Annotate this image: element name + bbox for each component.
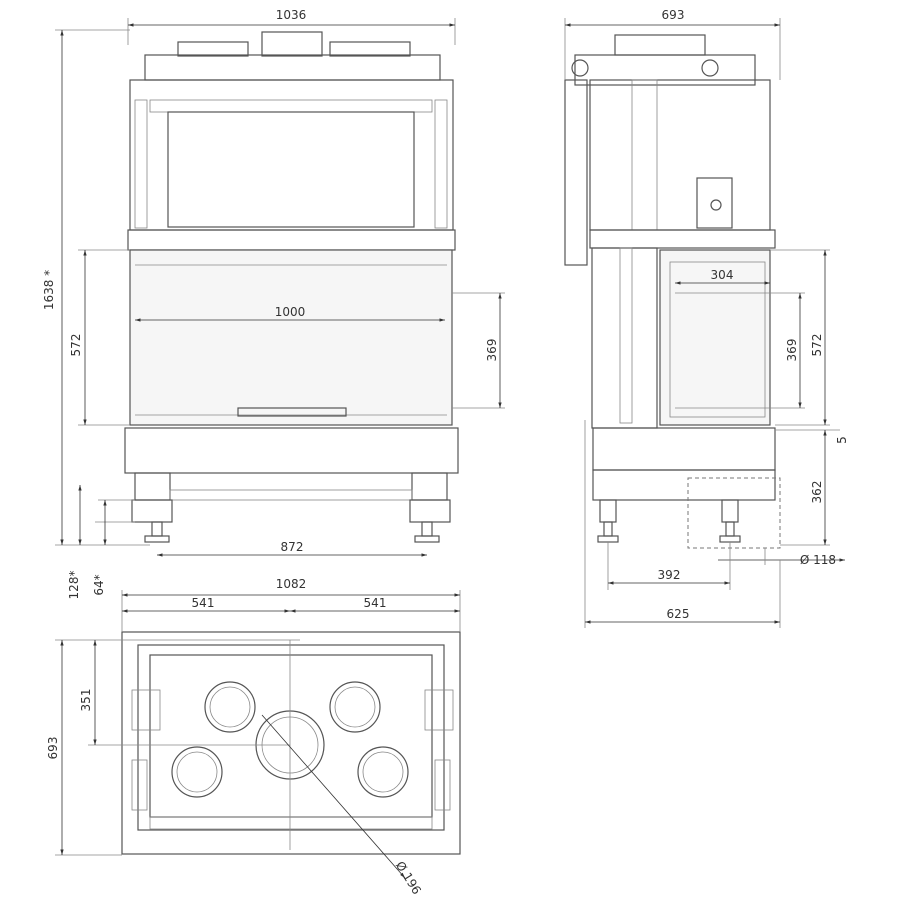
dim-flue-diameter: Ø 196 [393, 859, 424, 897]
top-dimensions: 1082 541 541 351 693 Ø 196 [46, 577, 461, 897]
dim-front-opening: 369 [485, 339, 499, 362]
dim-air-inlet-diameter: Ø 118 [800, 553, 836, 567]
dim-side-gap: 5 [835, 436, 849, 444]
dim-front-height: 1638 * [42, 270, 56, 310]
dim-top-half-right: 541 [364, 596, 387, 610]
dim-top-center-depth: 351 [79, 689, 93, 712]
dim-front-feet: 872 [281, 540, 304, 554]
dim-top-half-left: 541 [192, 596, 215, 610]
dim-side-feet: 392 [658, 568, 681, 582]
front-dimensions: 1036 1638 * 572 1000 369 872 128* 64* [42, 8, 505, 599]
dim-adjust-min: 64* [92, 574, 106, 595]
dim-side-opening: 369 [785, 339, 799, 362]
side-dimensions: 693 304 369 572 5 362 Ø 118 392 625 [564, 8, 849, 628]
side-view [564, 34, 781, 549]
top-view [121, 631, 461, 855]
dim-front-glass-height: 572 [69, 334, 83, 357]
dim-side-glass-height: 572 [810, 334, 824, 357]
dim-side-base-depth: 625 [667, 607, 690, 621]
dim-top-depth: 693 [46, 737, 60, 760]
dim-front-width: 1036 [276, 8, 307, 22]
dim-top-width: 1082 [276, 577, 307, 591]
dim-front-glass-width: 1000 [275, 305, 306, 319]
dim-side-base-height: 362 [810, 481, 824, 504]
front-view [124, 31, 459, 543]
dim-side-glass-width: 304 [711, 268, 734, 282]
dim-adjust-max: 128* [67, 571, 81, 600]
dim-side-depth: 693 [662, 8, 685, 22]
